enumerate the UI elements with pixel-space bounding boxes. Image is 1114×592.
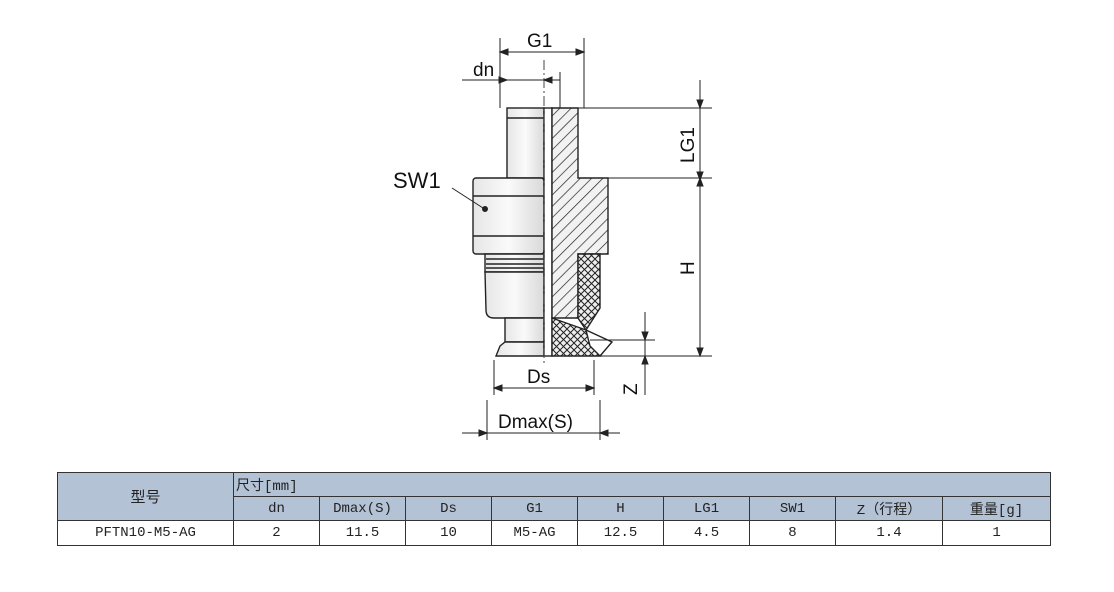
column-header: LG1 — [663, 496, 750, 521]
table-cell: 1.4 — [835, 520, 943, 546]
spec-table: 型号 尺寸[mm] dn Dmax(S) Ds G1 H LG1 SW1 Z（行… — [57, 472, 1052, 546]
dimensions-header: 尺寸[mm] — [232, 472, 1052, 497]
fitting-section — [543, 107, 614, 357]
label-h: H — [678, 261, 699, 275]
table-cell: 2 — [233, 520, 320, 546]
label-z: Z — [621, 383, 642, 395]
column-header: 重量[g] — [941, 496, 1052, 521]
column-header: Z（行程） — [835, 496, 943, 521]
column-header: Dmax(S) — [319, 496, 406, 521]
model-cell: PFTN10-M5-AG — [57, 520, 234, 546]
table-cell: 1 — [941, 520, 1052, 546]
table-cell: M5-AG — [491, 520, 578, 546]
label-dmax: Dmax(S) — [498, 412, 573, 433]
table-cell: 8 — [749, 520, 836, 546]
table-row: PFTN10-M5-AG 2 11.5 10 M5-AG 12.5 4.5 8 … — [57, 520, 1052, 546]
label-lg1: LG1 — [678, 127, 699, 163]
column-header: SW1 — [749, 496, 836, 521]
label-dn: dn — [473, 60, 494, 81]
column-header: dn — [233, 496, 320, 521]
label-ds: Ds — [527, 367, 550, 388]
technical-drawing: G1 dn SW1 LG1 H Ds Z Dmax(S) — [393, 31, 712, 440]
label-g1: G1 — [527, 31, 552, 52]
table-cell: 10 — [405, 520, 492, 546]
table-cell: 4.5 — [663, 520, 750, 546]
column-header: G1 — [491, 496, 578, 521]
model-header: 型号 — [57, 472, 234, 521]
table-cell: 12.5 — [577, 520, 664, 546]
column-header: H — [577, 496, 664, 521]
fitting-exterior — [472, 107, 545, 357]
column-header: Ds — [405, 496, 492, 521]
table-cell: 11.5 — [319, 520, 406, 546]
dimension-lines — [451, 38, 712, 440]
label-sw1: SW1 — [393, 168, 441, 193]
